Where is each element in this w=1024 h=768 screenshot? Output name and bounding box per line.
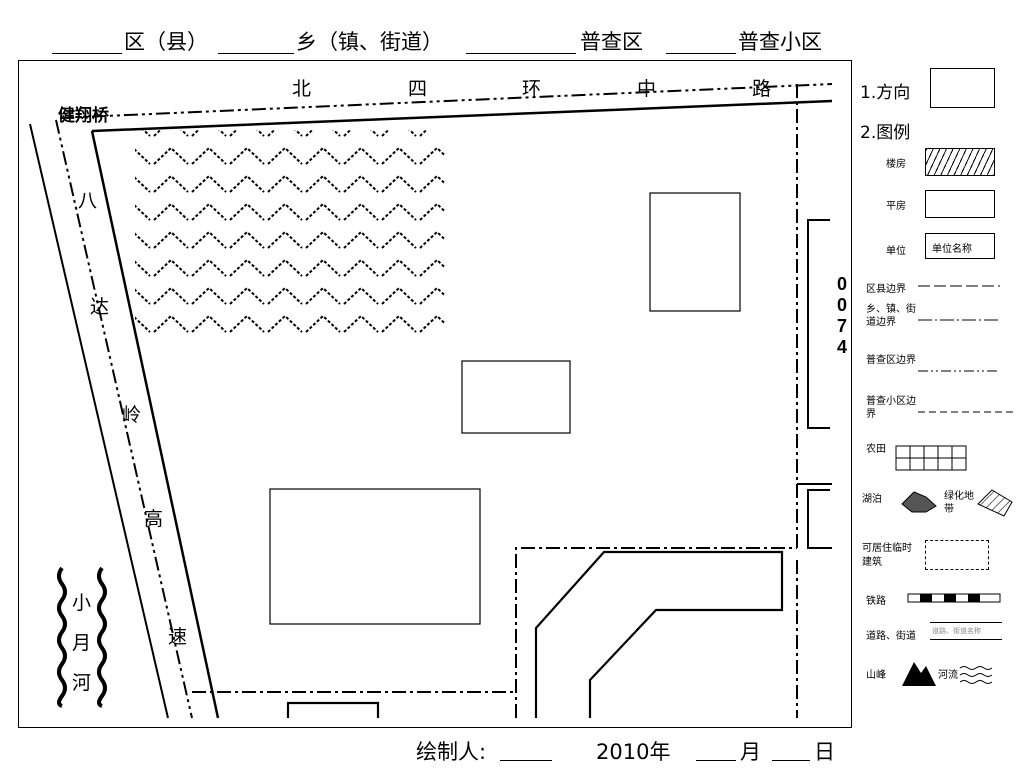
plot-number-digit-1: 0 [836, 274, 847, 294]
north-road-char-3: 环 [522, 78, 542, 100]
township-label: 乡（镇、街道） [296, 30, 443, 54]
plot-bracket-2 [807, 489, 832, 549]
se-road-outer [534, 550, 784, 718]
legend-building-multi-swatch [925, 148, 995, 176]
plot-bracket [807, 219, 830, 429]
legend-railway-label: 铁路 [866, 596, 886, 607]
north-road-char-1: 北 [292, 78, 312, 100]
north-road-char-4: 中 [637, 78, 657, 100]
legend-building-single-swatch [925, 190, 995, 218]
legend-building-multi-label: 楼房 [886, 159, 906, 170]
southeast-boundary [515, 547, 797, 718]
day-blank[interactable] [772, 760, 810, 761]
legend-farmland-label: 农田 [866, 444, 886, 455]
lake-icon [901, 491, 937, 513]
west-road-char-3: 岭 [122, 404, 142, 426]
river-right-bank [97, 566, 107, 708]
legend-unit-name: 单位名称 [932, 244, 972, 255]
plot-number-digit-4: 4 [836, 337, 847, 357]
legend-lake-label: 湖泊 [862, 494, 882, 505]
month-blank[interactable] [696, 760, 736, 761]
legend-road-swatch: 道路、街道名称 [930, 622, 1002, 640]
census-subarea-blank[interactable] [666, 53, 736, 54]
drawer-blank[interactable] [500, 760, 552, 761]
west-road-char-2: 达 [90, 296, 110, 318]
month-label: 月 [740, 740, 761, 764]
legend-building-single-label: 平房 [886, 201, 906, 212]
township-blank[interactable] [218, 53, 294, 54]
legend-district-boundary: 区县边界 [866, 284, 906, 295]
legend-subarea-boundary: 普查小区边界 [866, 396, 916, 420]
census-area-blank[interactable] [466, 53, 576, 54]
river-legend-icon [959, 666, 993, 684]
legend-census-boundary: 普查区边界 [866, 355, 916, 366]
plot-number-digit-2: 0 [836, 295, 847, 315]
north-road-line-bottom [91, 99, 833, 133]
north-road-char-2: 四 [408, 78, 428, 100]
census-area-label: 普查区 [580, 30, 643, 54]
drawer-label: 绘制人: [416, 740, 487, 764]
legend-unit-swatch: 单位名称 [925, 233, 995, 259]
legend-title: 2.图例 [860, 123, 911, 143]
legend-river-label: 河流 [938, 670, 958, 681]
west-road-line-3 [90, 130, 220, 719]
district-label: 区（县） [124, 30, 208, 54]
river-char-3: 河 [72, 672, 92, 694]
day-label: 日 [814, 740, 835, 764]
legend-greenbelt-label: 绿化地带 [944, 491, 974, 515]
south-gate [286, 701, 380, 718]
legend-road-label: 道路、街道 [866, 631, 916, 642]
west-road-line-1 [29, 123, 169, 719]
west-road-char-1: 八 [78, 190, 98, 212]
river-left-bank [57, 566, 67, 708]
north-road-char-5: 路 [752, 78, 772, 100]
legend-temp-building-label: 可居住临时建筑 [862, 543, 912, 568]
north-road-line-top [59, 83, 833, 119]
legend-road-name: 道路、街道名称 [932, 627, 981, 635]
greenbelt-legend-icon [977, 489, 1013, 517]
river-char-2: 月 [72, 632, 92, 654]
building-sw [269, 488, 481, 625]
building-ne [649, 192, 741, 312]
greenbelt-area [135, 130, 445, 342]
legend-direction-label: 1.方向 [860, 83, 911, 103]
district-blank[interactable] [52, 53, 122, 54]
bridge-label: 健翔桥 [58, 106, 109, 126]
legend-township-boundary: 乡、镇、街道边界 [866, 304, 916, 328]
farmland-icon [895, 445, 967, 471]
river-char-1: 小 [72, 592, 92, 614]
legend-temp-building-swatch [925, 540, 989, 570]
west-road-line-2 [55, 119, 193, 719]
map-frame [18, 60, 852, 728]
plot-number-digit-3: 7 [836, 316, 847, 336]
census-subarea-label: 普查小区 [738, 30, 822, 54]
legend-mountain-label: 山峰 [866, 670, 886, 681]
west-road-char-4: 高 [144, 508, 164, 530]
legend-unit-label: 单位 [886, 246, 906, 257]
year-label: 2010年 [596, 740, 671, 764]
legend-direction-box[interactable] [930, 68, 995, 108]
mountain-icon [902, 662, 936, 686]
west-road-char-5: 速 [168, 626, 188, 648]
building-center [461, 360, 571, 434]
